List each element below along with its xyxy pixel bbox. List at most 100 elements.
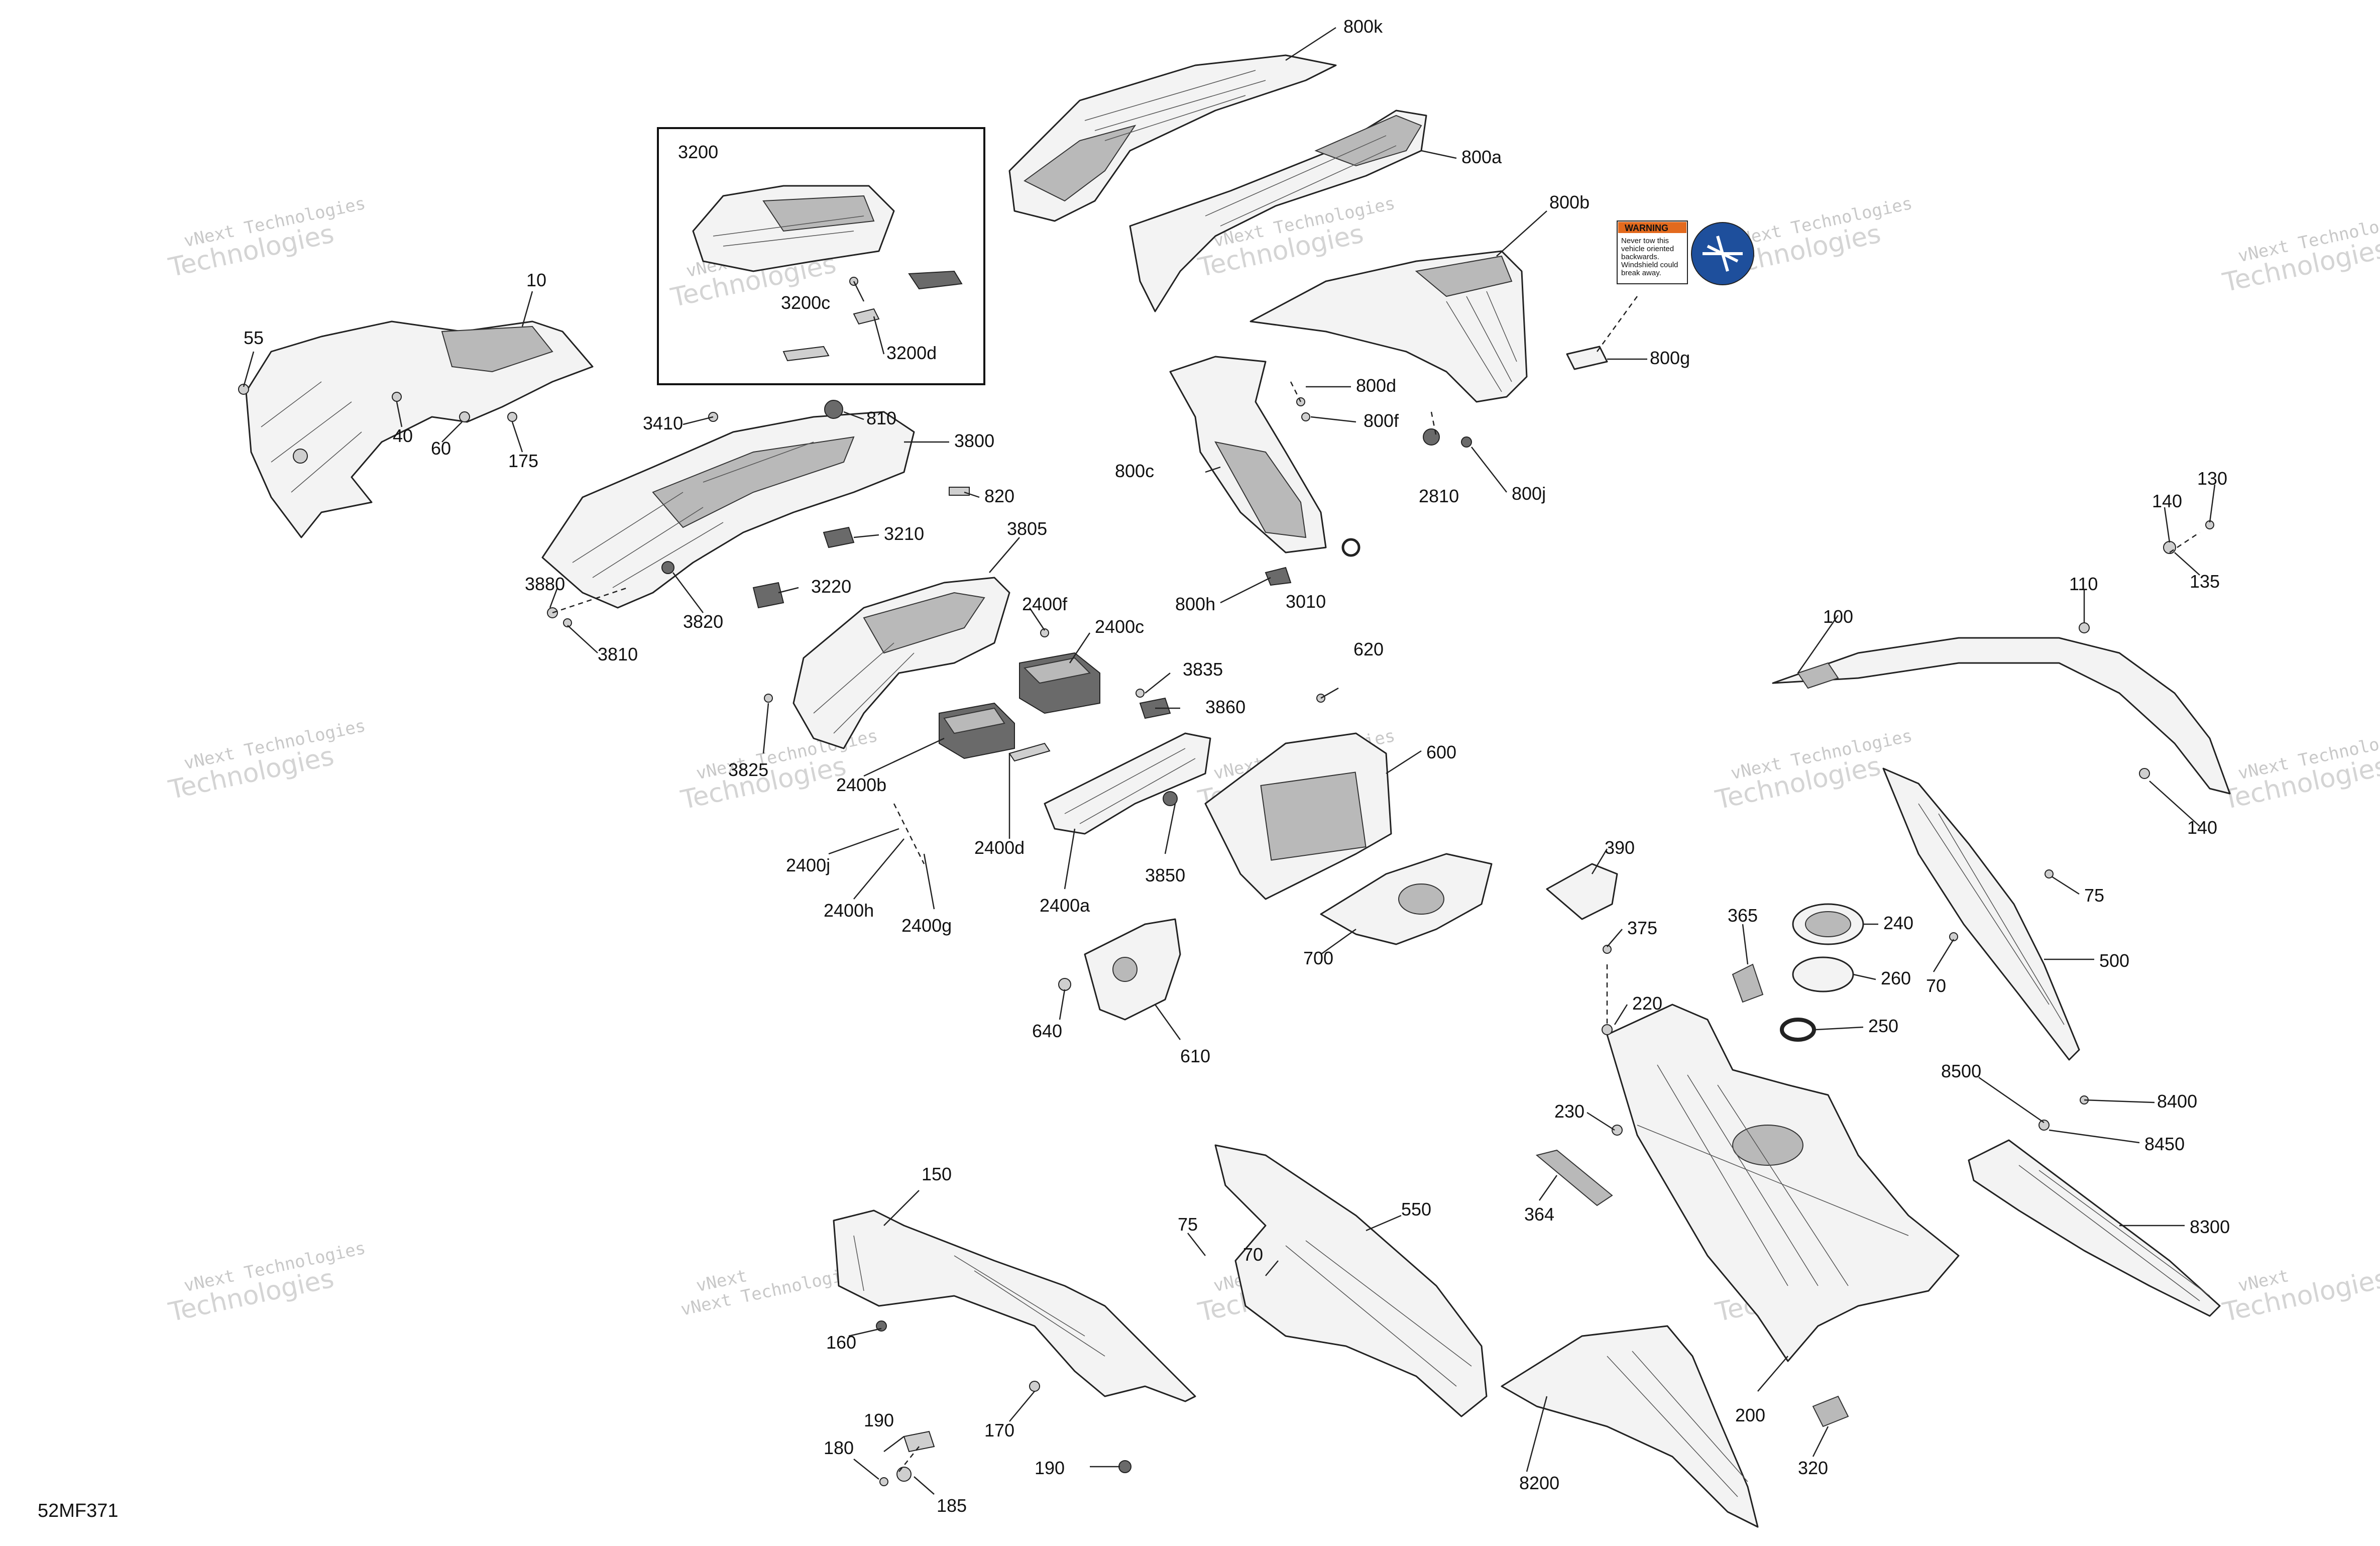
part-800a-windshield <box>1129 109 1427 312</box>
callout-label: 365 <box>1728 905 1758 926</box>
watermark: vNext Technologies <box>2220 1263 2380 1328</box>
part-200-centre-tunnel <box>1606 1004 1960 1362</box>
inset-3200: 3200 <box>657 127 985 385</box>
callout-label: 70 <box>1926 975 1946 996</box>
callout-label: 2400g <box>901 915 952 936</box>
callout-label: 800k <box>1343 16 1383 37</box>
warning-heading: WARNING <box>1625 223 1668 233</box>
callout-label: 60 <box>431 438 451 459</box>
callout-label: 2400h <box>824 900 874 921</box>
warning-text: Windshield could <box>1621 261 1678 269</box>
callout-label: 8500 <box>1941 1061 1981 1081</box>
callout-label: 240 <box>1883 913 1913 933</box>
callout-label: 190 <box>1035 1458 1065 1478</box>
callout-label: 500 <box>2099 950 2129 971</box>
watermark: vNext Technologies Technologies <box>2220 726 2380 816</box>
callout-label: 230 <box>1554 1101 1584 1122</box>
callout-label: 40 <box>393 425 413 446</box>
callout-label: 640 <box>1032 1021 1062 1041</box>
warning-text: Never tow this <box>1621 237 1669 245</box>
part-390-cover <box>1546 863 1618 920</box>
part-150-lower-panel <box>833 1209 1196 1402</box>
callout-label: 100 <box>1823 606 1853 627</box>
callout-label: 800j <box>1512 483 1546 504</box>
callout-label: 390 <box>1605 837 1635 858</box>
callout-label: 550 <box>1401 1199 1431 1220</box>
warning-text: break away. <box>1621 269 1661 277</box>
callout-label: 170 <box>984 1420 1014 1441</box>
callout-label: 3835 <box>1183 659 1223 680</box>
callout-label: 2810 <box>1419 486 1459 506</box>
callout-label: 800d <box>1356 375 1396 396</box>
callout-label: 3880 <box>525 574 565 594</box>
part-10-fender <box>245 320 594 538</box>
callout-label: 8400 <box>2157 1091 2197 1112</box>
callout-label: 810 <box>866 408 896 428</box>
part-800c-pillar <box>1169 356 1327 554</box>
callout-label: 800b <box>1549 192 1590 212</box>
callout-label: 2400j <box>786 855 830 875</box>
callout-label: 185 <box>937 1495 967 1516</box>
callout-label: 700 <box>1303 948 1333 968</box>
callout-label: 75 <box>1178 1214 1198 1235</box>
callout-label: 3210 <box>884 523 924 544</box>
callout-label: 135 <box>2190 571 2220 592</box>
callout-label: 800c <box>1115 461 1154 481</box>
callout-label: 800h <box>1175 594 1215 614</box>
callout-label: 140 <box>2187 817 2217 838</box>
callout-label: 3200d <box>886 343 937 363</box>
part-100-rail <box>1772 637 2231 795</box>
callout-label: 800a <box>1461 147 1502 167</box>
callout-label: 2400b <box>836 775 886 795</box>
fasteners <box>238 384 2214 1486</box>
callout-label: 8300 <box>2190 1217 2230 1237</box>
callout-label: 150 <box>922 1164 952 1184</box>
callout-label: 10 <box>526 270 546 290</box>
watermark: vNext Technologies Technologies <box>166 1238 367 1328</box>
part-320-clip <box>1812 1395 1849 1427</box>
callout-label: 110 <box>2069 574 2098 594</box>
part-500-side-panel <box>1882 767 2080 1061</box>
watermark: vNext Technologies Technologies <box>166 193 367 283</box>
diagram-code: 52MF371 <box>38 1500 119 1521</box>
callout-label: 3820 <box>683 611 723 632</box>
part-2400a-bracket <box>1008 732 1211 835</box>
callout-label: 2400c <box>1095 616 1144 637</box>
part-2400b-module <box>939 702 1015 759</box>
callout-label: 3200 <box>678 142 718 162</box>
callout-label: 610 <box>1180 1046 1210 1066</box>
part-3805-console <box>792 577 1010 749</box>
callout-label: 800g <box>1650 348 1690 368</box>
part-365-latch <box>1732 963 1764 1003</box>
part-3800-body <box>541 411 915 609</box>
callout-label: 70 <box>1243 1244 1263 1265</box>
part-8300-rear-panel <box>1968 1139 2221 1317</box>
callout-labels: 800k 800a 800b 800c 800d 800f 800g 800h … <box>244 16 2230 1516</box>
part-800g-mirror <box>1566 346 1608 370</box>
warning-text: backwards. <box>1621 253 1659 261</box>
callout-label: 3200c <box>781 292 830 313</box>
callout-label: 3220 <box>811 576 851 597</box>
callout-label: 55 <box>244 327 264 348</box>
callout-label: 140 <box>2152 491 2182 511</box>
part-240-ring <box>1792 903 1864 945</box>
callout-label: 320 <box>1798 1458 1828 1478</box>
callout-label: 2400a <box>1040 895 1090 916</box>
callout-label: 160 <box>826 1332 856 1353</box>
callout-label: 3010 <box>1286 591 1326 612</box>
part-8200-lower-side <box>1501 1325 1759 1528</box>
callout-label: 75 <box>2084 885 2104 906</box>
watermark: vNext Technologies Technologies <box>166 716 367 806</box>
callout-label: 820 <box>984 486 1014 506</box>
part-364-strip <box>1535 1149 1613 1206</box>
callout-label: 180 <box>824 1438 854 1458</box>
part-250-oring <box>1780 1018 1816 1042</box>
callout-label: 3860 <box>1205 697 1245 717</box>
callout-label: 250 <box>1868 1016 1898 1036</box>
callout-label: 220 <box>1632 993 1662 1014</box>
part-550-mid-panel <box>1214 1144 1488 1417</box>
warning-decal: WARNING Never tow this vehicle oriented … <box>1617 220 1754 285</box>
part-800b-side-panel <box>1250 250 1528 403</box>
callout-label: 3850 <box>1145 865 1185 886</box>
